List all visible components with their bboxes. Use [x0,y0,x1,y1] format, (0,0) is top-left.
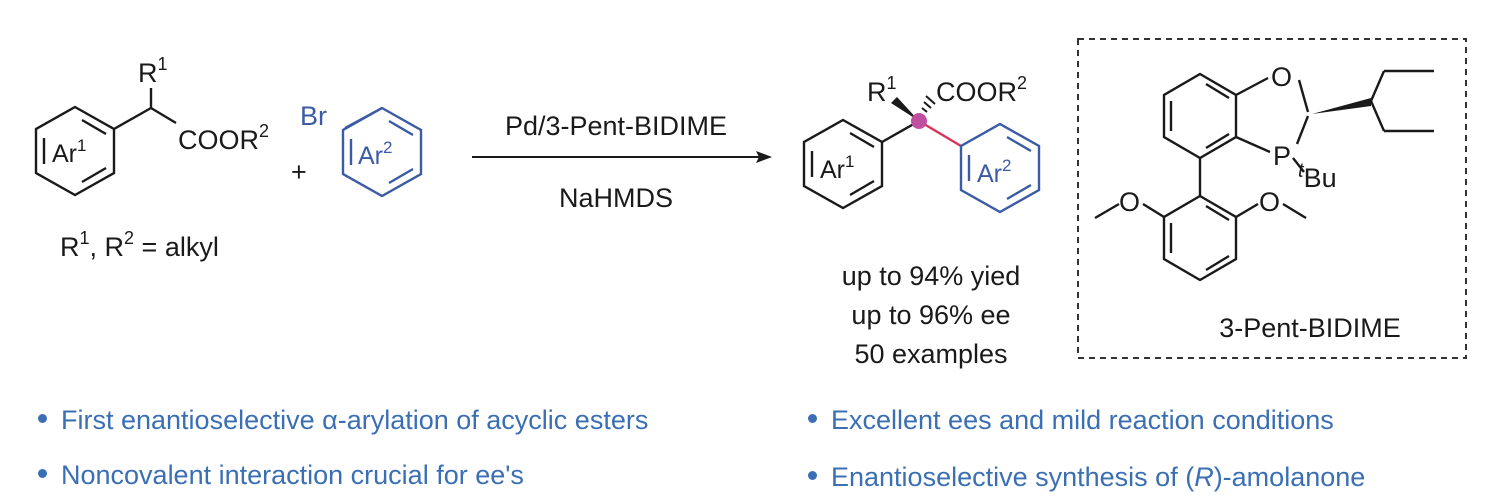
product-ester-group: COOR2 [936,73,1027,107]
bond [150,106,177,125]
ligand-phosphorus: P [1273,141,1291,171]
product-ar2 [959,122,1041,214]
base-label: NaHMDS [559,183,673,213]
ligand-ome-left-oxygen: O [1119,187,1140,217]
hash-bond [919,95,936,117]
reactant-ester [34,88,177,197]
reaction-arrow [472,151,772,163]
ligand-wedge-bond [1312,98,1371,114]
catalyst-label: Pd/3-Pent-BIDIME [505,111,727,141]
bromide-ar2-label: Ar2 [358,138,392,170]
substituent-note: R1, R2 = alkyl [60,228,219,262]
new-cc-bond [918,119,962,148]
result-ee: up to 96% ee [851,300,1010,330]
product-ar1-label: Ar1 [820,152,854,184]
product-ar2-label: Ar2 [977,156,1011,188]
reactant-ar1-label: Ar1 [52,136,86,168]
product-ar2-ring [959,122,1041,214]
product-r1: R1 [867,73,897,107]
reactant-r1: R1 [138,54,168,88]
ligand-oxygen: O [1271,62,1292,92]
stereocenter-dot [911,113,927,129]
aryl-bromide [341,106,423,198]
wedge-bond [891,97,919,121]
ligand-ome-right-oxygen: O [1259,187,1280,217]
bromo-label: Br [300,101,327,131]
bond [113,106,152,131]
result-yield: up to 94% yied [842,261,1021,291]
ligand-tbu: tBu [1298,160,1337,193]
ligand-structure [1094,69,1434,282]
ligand-name: 3-Pent-BIDIME [1219,313,1401,343]
plus-sign: + [291,157,307,187]
ar2-ring [341,106,423,198]
result-examples: 50 examples [854,339,1007,369]
ligand-box [1077,38,1467,359]
reactant-ester-group: COOR2 [178,121,269,155]
